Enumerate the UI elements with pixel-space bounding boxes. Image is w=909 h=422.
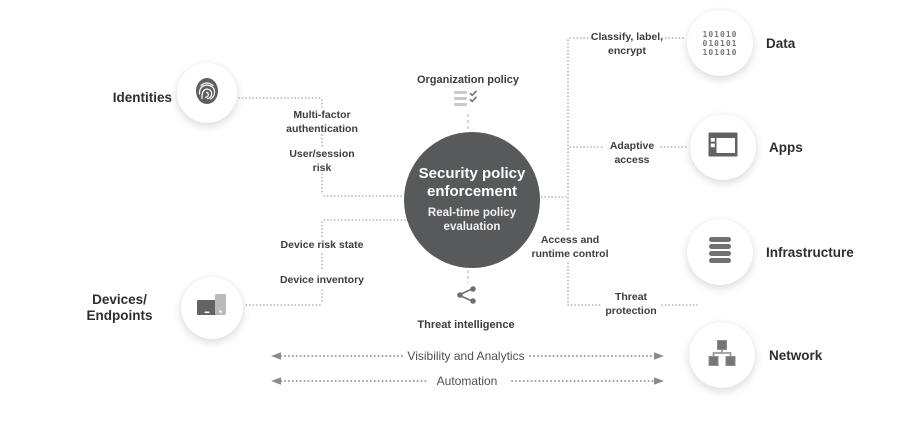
security-policy-enforcement-node: Security policy enforcement Real-time po… bbox=[404, 132, 540, 268]
binary-icon: 101010 010101 101010 bbox=[702, 29, 738, 57]
threat-intelligence-icon bbox=[452, 283, 484, 307]
threat-protection-label: Threat protection bbox=[605, 291, 657, 317]
identities-label: Identities bbox=[112, 90, 172, 105]
checklist-icon bbox=[452, 88, 484, 110]
fingerprint-icon bbox=[194, 76, 220, 111]
visibility-analytics-label: Visibility and Analytics bbox=[407, 349, 525, 363]
right-trunk-connector bbox=[537, 39, 569, 304]
organization-policy-label: Organization policy bbox=[416, 74, 520, 86]
identities-connector bbox=[238, 97, 403, 197]
devices-connector bbox=[244, 219, 406, 306]
visibility-arrow bbox=[271, 352, 664, 360]
data-node: 101010 010101 101010 bbox=[687, 10, 753, 76]
devices-endpoints-node bbox=[181, 277, 243, 339]
user-session-risk-label: User/session risk bbox=[289, 148, 355, 174]
network-label: Network bbox=[769, 348, 823, 363]
automation-label: Automation bbox=[436, 374, 498, 388]
devices-icon bbox=[195, 292, 229, 325]
network-icon bbox=[707, 339, 737, 372]
infrastructure-label: Infrastructure bbox=[766, 245, 854, 260]
devices-endpoints-label: Devices/ Endpoints bbox=[86, 292, 153, 324]
threat-intelligence-label: Threat intelligence bbox=[417, 319, 515, 331]
network-node bbox=[689, 322, 755, 388]
device-risk-state-label: Device risk state bbox=[280, 239, 364, 251]
adaptive-access-label: Adaptive access bbox=[609, 140, 655, 166]
automation-arrow bbox=[271, 377, 664, 385]
classify-label-encrypt-label: Classify, label, encrypt bbox=[590, 31, 664, 57]
apps-label: Apps bbox=[769, 140, 803, 155]
identities-node bbox=[177, 63, 237, 123]
multi-factor-authentication-label: Multi-factor authentication bbox=[286, 109, 358, 135]
app-window-icon bbox=[708, 132, 738, 162]
center-node-title: Security policy enforcement bbox=[418, 165, 526, 201]
database-icon bbox=[705, 236, 735, 269]
center-node-subtitle: Real-time policy evaluation bbox=[427, 206, 517, 234]
infrastructure-node bbox=[687, 219, 753, 285]
apps-node bbox=[690, 114, 756, 180]
access-runtime-control-label: Access and runtime control bbox=[531, 234, 609, 260]
device-inventory-label: Device inventory bbox=[279, 274, 365, 286]
data-label: Data bbox=[766, 36, 796, 51]
